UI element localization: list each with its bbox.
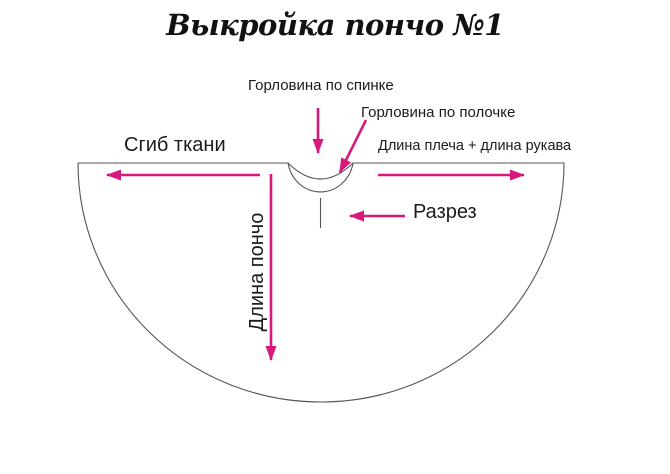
- fabric-fold-label: Сгиб ткани: [124, 134, 226, 156]
- back-neckline-label: Горловина по спинке: [248, 77, 394, 94]
- front-neckline-arrow: [338, 119, 368, 174]
- front-neckline-label: Горловина по полочке: [361, 104, 516, 121]
- slit-label: Разрез: [413, 201, 477, 223]
- pattern-outline: [77, 162, 565, 403]
- poncho-length-label: Длина пончо: [246, 212, 268, 332]
- page-title: Выкройка пончо №1: [166, 8, 504, 42]
- shoulder-sleeve-label: Длина плеча + длина рукава: [378, 138, 572, 154]
